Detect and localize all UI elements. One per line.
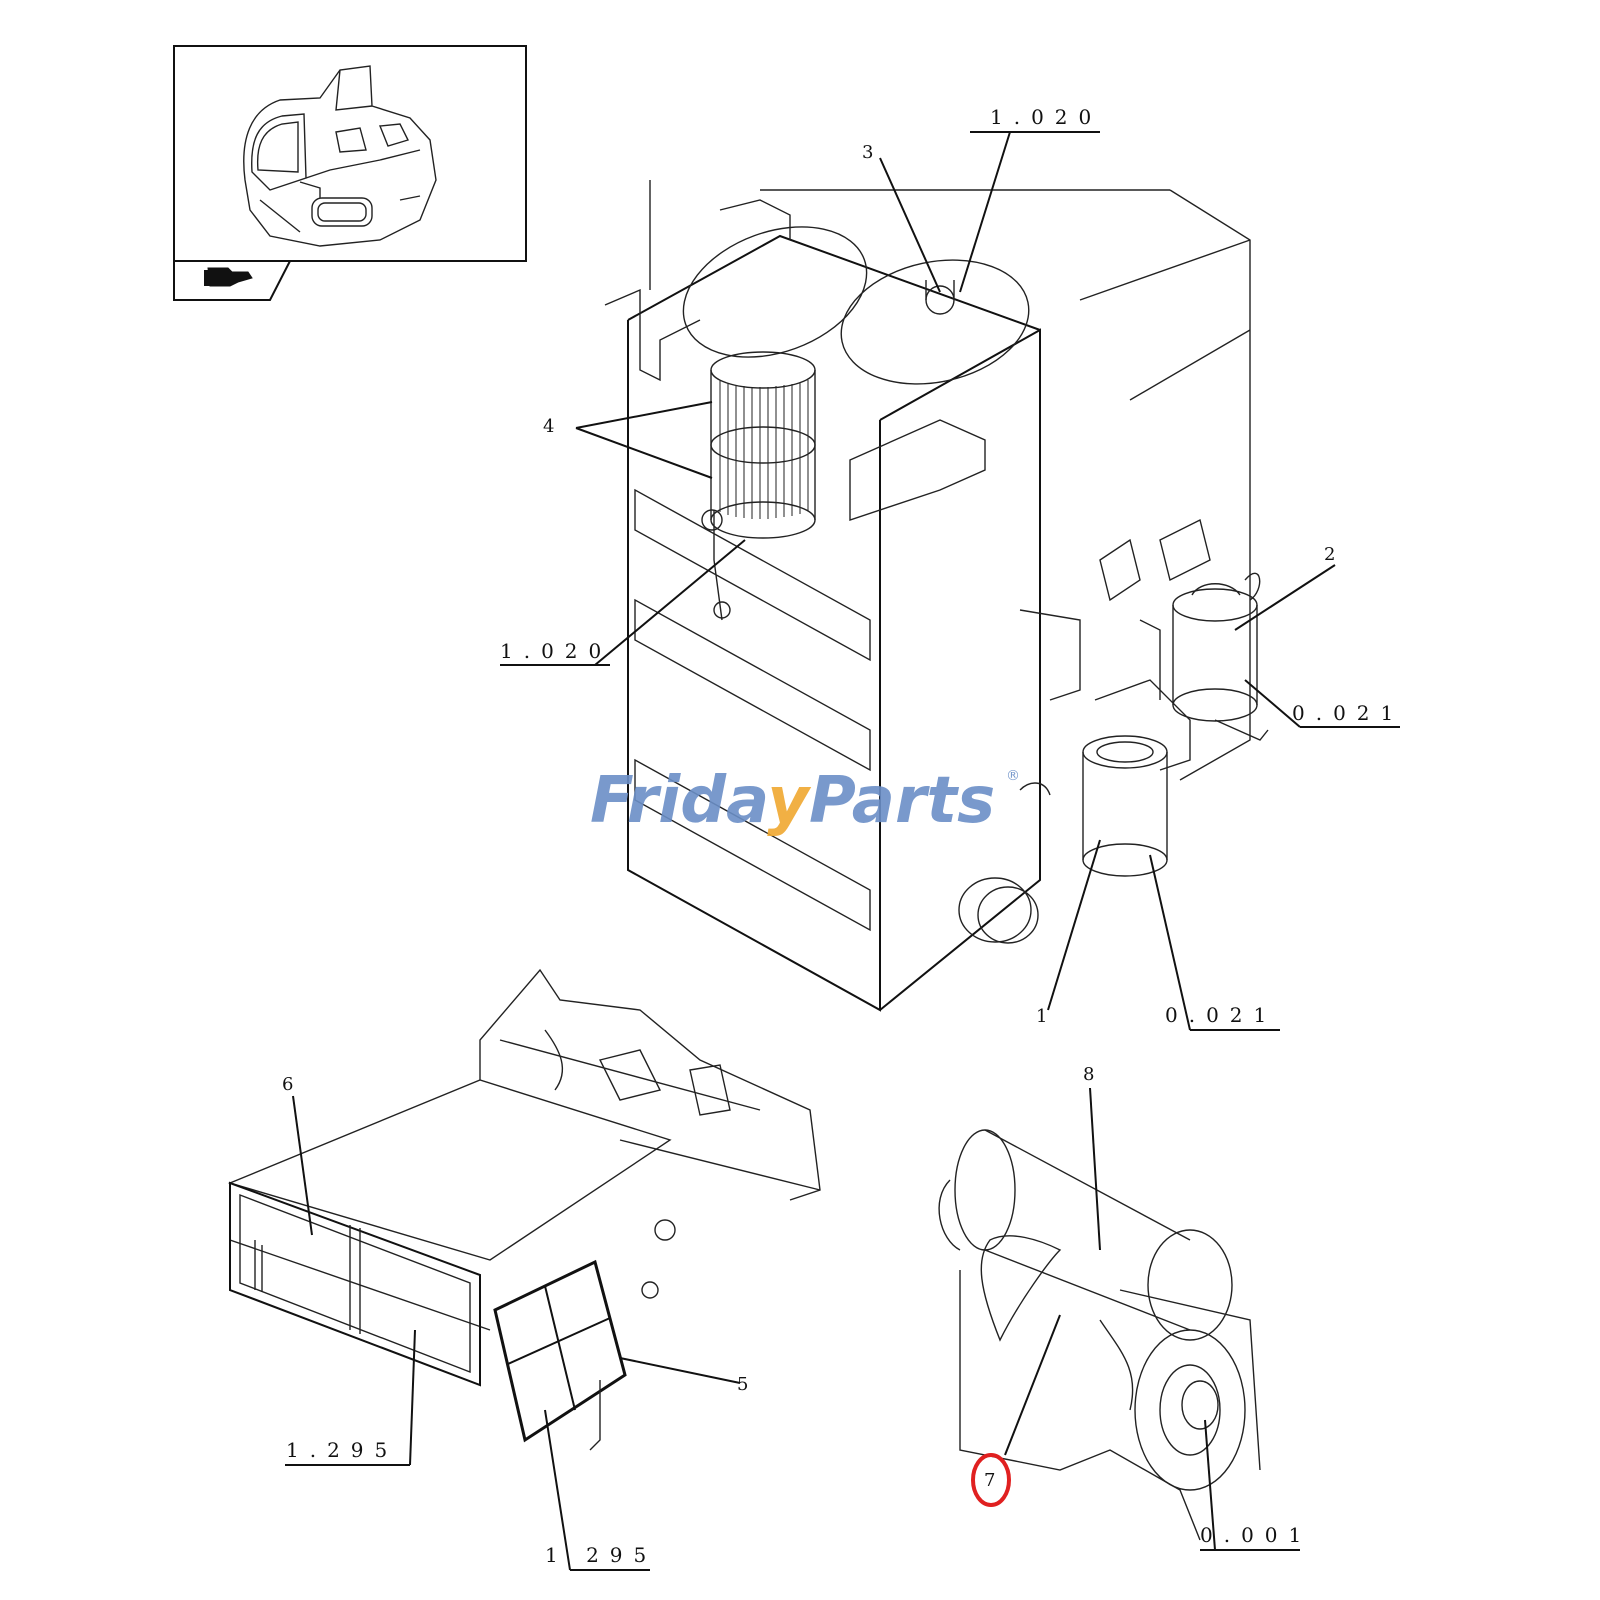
thumbnail-tab — [173, 260, 291, 301]
callout-1: 1 — [1036, 1006, 1047, 1027]
callout-3: 3 — [862, 142, 873, 163]
callout-5: 5 — [737, 1374, 748, 1395]
callout-1020-left: 1.020 — [500, 639, 612, 663]
pilot-filter — [1082, 619, 1191, 877]
pointing-hand-icon — [204, 267, 253, 287]
air-cleaner — [938, 1129, 1261, 1541]
watermark-part-3: y — [767, 764, 811, 838]
thumbnail-inset — [173, 45, 527, 301]
watermark-part-1: Frid — [590, 764, 727, 838]
excavator-cab-sketch — [243, 65, 437, 247]
suction-strainer — [701, 351, 816, 621]
callout-0021-right: 0.021 — [1292, 701, 1404, 725]
callout-0001: 0.001 — [1200, 1523, 1312, 1547]
callout-2: 2 — [1324, 544, 1335, 565]
callout-0021-bottom: 0.021 — [1165, 1003, 1277, 1027]
callout-1020-top: 1.020 — [990, 105, 1102, 129]
callout-6: 6 — [282, 1074, 293, 1095]
callout-4: 4 — [543, 416, 554, 437]
callout-8: 8 — [1083, 1064, 1094, 1085]
watermark-part-2: a — [726, 764, 767, 838]
callout-1295-bottom: 1 295 — [545, 1543, 657, 1567]
watermark-part-4: Parts — [809, 764, 995, 838]
svg-text:FridayParts: FridayParts — [590, 764, 995, 838]
thumbnail-frame — [173, 45, 527, 262]
callout-1295-left: 1.295 — [286, 1438, 398, 1462]
callout-7: 7 — [984, 1470, 995, 1491]
leader-lines — [285, 131, 1400, 1571]
highlight-circle — [971, 1453, 1011, 1507]
hydraulic-tank — [604, 180, 1251, 1012]
air-conditioner-unit — [227, 968, 821, 1451]
callout-labels: 1.020 3 4 1.020 2 0.021 1 0.021 6 8 5 1.… — [282, 105, 1404, 1567]
return-filter — [1159, 518, 1269, 741]
watermark-registered: ® — [1006, 768, 1020, 784]
recirculation-filter — [493, 1259, 627, 1443]
watermark: FridayParts ® — [590, 764, 1020, 838]
